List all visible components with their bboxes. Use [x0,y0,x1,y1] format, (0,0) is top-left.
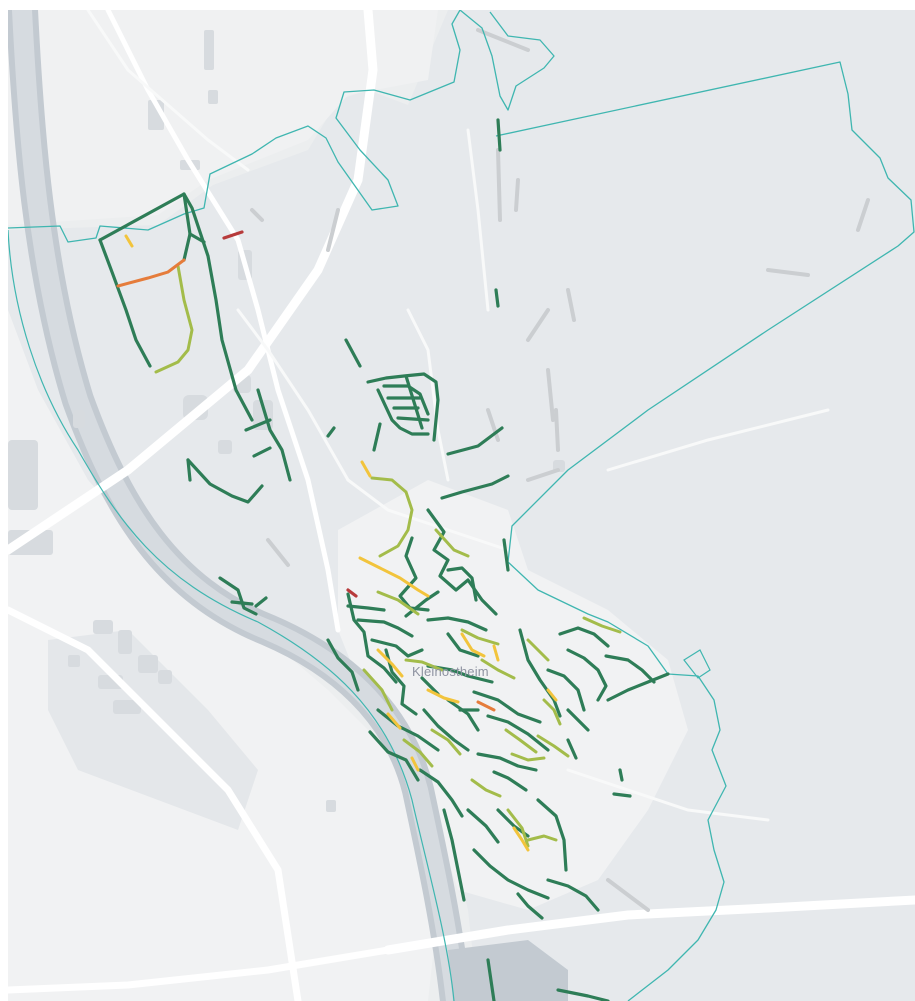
streets-bad [222,230,358,598]
settlement-area [338,480,688,910]
streets-good [98,118,670,1001]
streets-fair [154,264,622,848]
map-layers [8,10,915,1001]
roads-gray [250,28,870,912]
river-boundary [8,229,455,1001]
streets-moderate [124,234,558,852]
boundary-east-bump [683,649,711,679]
lake [448,940,568,1001]
roads-major [8,10,915,1001]
map-canvas[interactable]: Kleinostheim [8,10,915,1001]
roads-minor [86,10,830,822]
streets-poor [116,258,496,712]
place-label: Kleinostheim [412,664,489,679]
field-area-north [8,10,438,225]
municipality-boundary [8,10,915,1001]
river-main-bank [12,10,466,1001]
field-area-west [8,310,438,1001]
